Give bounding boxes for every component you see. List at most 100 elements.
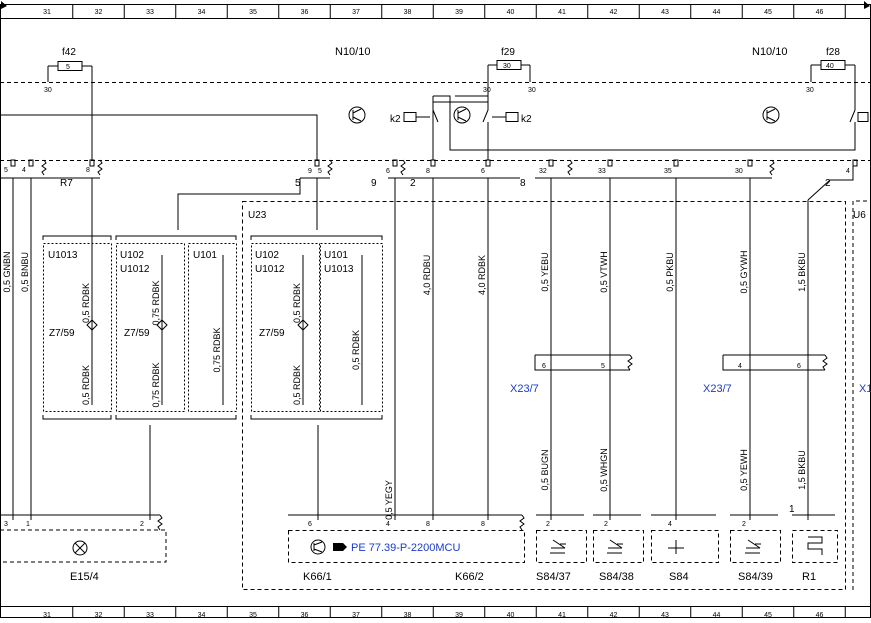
svg-text:6: 6 [308, 521, 312, 528]
component-s84-38: S84/38 [599, 571, 634, 583]
component-labels: E15/4 K66/1 K66/2 S84/37 S84/38 S84 S84/… [70, 571, 816, 583]
connector-x23-7: 6 5 4 6 [534, 354, 828, 371]
reference-link[interactable]: PE 77.39-P-2200MCU [351, 542, 460, 554]
pin-top-1: 5 [4, 167, 8, 174]
variant-u101: U101 [193, 250, 217, 261]
grid-column-number: 44 [713, 612, 721, 619]
resistor-icon [769, 159, 775, 176]
wire-label-yegy: 0,5 YEGY [384, 480, 394, 520]
variant-u1012-b: U1012 [255, 264, 285, 275]
svg-text:4: 4 [738, 363, 742, 370]
pin-mid-9: 9 [308, 168, 312, 175]
svg-text:2: 2 [604, 521, 608, 528]
fuse-f42-id: f42 [62, 47, 76, 58]
fuse-f28-id: f28 [826, 47, 840, 58]
pin-box [852, 159, 858, 167]
variant-u1012: U1012 [120, 264, 150, 275]
wire-label-rdbk3: 0,75 RDBK [151, 280, 161, 325]
svg-text:3: 3 [4, 521, 8, 528]
u6-label: U6 [853, 210, 866, 221]
fuse-f28: f28 40 30 [806, 47, 856, 94]
wire-label-rdbk6: 0,5 RDBK [292, 283, 302, 323]
resistor-icon [400, 159, 406, 176]
wire-label-rdbk2: 0,5 RDBK [81, 365, 91, 405]
pin-box [89, 159, 95, 167]
wire-label-gywh: 0,5 GYWH [739, 250, 749, 293]
grid-column-number: 40 [507, 9, 515, 16]
grid-column-number: 36 [301, 612, 309, 619]
grid-column-number: 42 [610, 9, 618, 16]
wire-label-rdbu: 4,0 RDBU [422, 255, 432, 296]
svg-text:8: 8 [426, 521, 430, 528]
r7-label: R7 [60, 178, 73, 189]
grid-column-number: 42 [610, 612, 618, 619]
wire-label-rdbk5: 0,75 RDBK [212, 327, 222, 372]
fuse-f29: f29 30 30 30 [483, 47, 536, 94]
relay-k2-right-label: k2 [521, 114, 532, 125]
wire-label-bugn: 0,5 BUGN [540, 449, 550, 490]
grid-column-number: 45 [764, 9, 772, 16]
svg-text:Z7/59: Z7/59 [259, 328, 285, 339]
fuse-f29-terminal-right: 30 [528, 87, 536, 94]
variant-u102: U102 [120, 250, 144, 261]
pin-box [10, 159, 16, 167]
grid-column-number: 38 [404, 9, 412, 16]
wire-label-yebu: 0,5 YEBU [540, 252, 550, 291]
wire-label-vtwh: 0,5 VTWH [599, 251, 609, 293]
component-r1: R1 [802, 571, 816, 583]
pin-box [485, 159, 491, 167]
component-s84-39: S84/39 [738, 571, 773, 583]
relay-k2-left-label: k2 [390, 114, 401, 125]
lamp-icon [72, 540, 88, 556]
component-s84-37: S84/37 [536, 571, 571, 583]
grid-column-number: 43 [661, 612, 669, 619]
pin-33: 33 [598, 168, 606, 175]
resistor-icon [41, 159, 47, 176]
fuse-f42: f42 5 30 [44, 47, 93, 94]
wire-label-rdbk1: 0,5 RDBK [81, 283, 91, 323]
bottom-pin-labels: 3 1 2 6 4 8 8 2 2 4 2 1 [4, 504, 795, 528]
grid-column-number: 31 [43, 9, 51, 16]
grid-column-number: 34 [198, 9, 206, 16]
variant-groups [42, 178, 383, 520]
grid-column-number: 43 [661, 9, 669, 16]
wire-label-bkbu: 1,5 BKBU [797, 252, 807, 292]
pin-box [28, 159, 34, 167]
fuse-f29-rating: 30 [503, 63, 511, 70]
pin-30: 30 [735, 168, 743, 175]
svg-text:Z7/59: Z7/59 [49, 328, 75, 339]
wire-label-gnbn: 0,5 GNBN [2, 251, 12, 292]
u6-boundary [852, 200, 871, 590]
svg-text:Z7/59: Z7/59 [124, 328, 150, 339]
wire-label-rdbk9: 4,0 RDBK [477, 255, 487, 295]
pin-box [747, 159, 753, 167]
fuse-f28-terminal: 30 [806, 87, 814, 94]
svg-text:4: 4 [386, 521, 390, 528]
wire-label-whgn: 0,5 WHGN [599, 448, 609, 492]
grid-column-number: 39 [455, 9, 463, 16]
component-k66-1: K66/1 [303, 571, 332, 583]
variant-u102-b: U102 [255, 250, 279, 261]
grid-column-number: 46 [816, 9, 824, 16]
grid-column-number: 40 [507, 612, 515, 619]
pin-4: 4 [846, 168, 850, 175]
connector-pins-top: 5 4 8 R7 9 5 6 8 6 32 33 35 30 4 [4, 167, 850, 189]
fuse-panel-label-right: N10/10 [752, 46, 787, 58]
u23-boundary [242, 201, 846, 590]
component-e15-4: E15/4 [70, 571, 99, 583]
reference-link-icon[interactable] [333, 543, 347, 551]
svg-text:4: 4 [668, 521, 672, 528]
pin-mid-8: 8 [426, 168, 430, 175]
svg-text:2: 2 [742, 521, 746, 528]
grid-column-number: 33 [146, 612, 154, 619]
motor-icon [310, 539, 326, 555]
u23-label: U23 [248, 210, 267, 221]
wire-label-pkbu: 0,5 PKBU [665, 252, 675, 292]
pin-top-2: 4 [22, 167, 26, 174]
pin-box [548, 159, 554, 167]
grid-column-number: 31 [43, 612, 51, 619]
component-k66-2: K66/2 [455, 571, 484, 583]
svg-text:1: 1 [26, 521, 30, 528]
